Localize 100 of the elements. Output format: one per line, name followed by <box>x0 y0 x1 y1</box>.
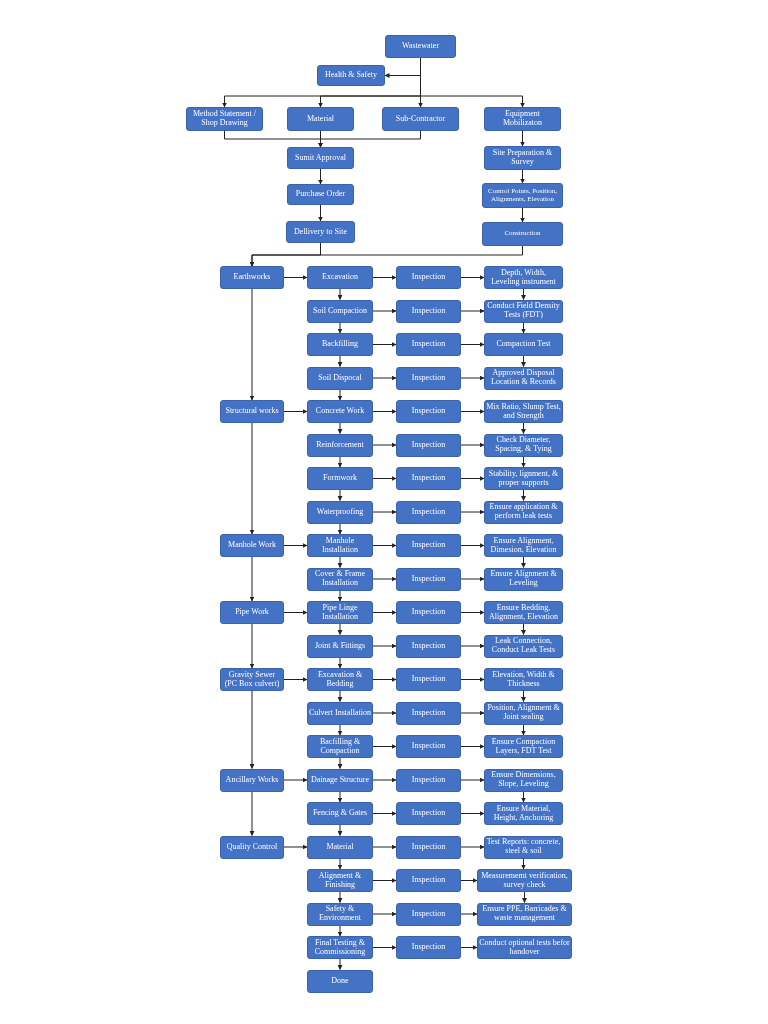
process-box: Waterproofing <box>307 500 373 524</box>
arrow <box>372 677 397 682</box>
arrow <box>372 777 397 783</box>
arrow <box>372 375 397 381</box>
arrow <box>372 409 397 414</box>
process-box: Safety & Environment <box>307 902 373 926</box>
process-box: Inspection <box>396 869 461 892</box>
arrow <box>337 456 343 468</box>
arrow <box>337 791 343 803</box>
process-box: Test Reports: concrete, steel & soil <box>484 835 563 859</box>
process-box: Excavation & Bedding <box>307 668 373 691</box>
arrow <box>372 945 397 950</box>
arrow <box>372 442 397 448</box>
process-box: Measurememt verification, survey check <box>477 869 572 892</box>
process-box: Inspection <box>396 936 461 959</box>
process-box: Bacfilling & Compaction <box>307 735 373 758</box>
arrow <box>521 322 526 334</box>
process-box: Ensure Alignment, Dimesion, Elevation <box>484 534 563 557</box>
process-box: Check Diameter, Spacing, & Tying <box>484 433 563 457</box>
arrow <box>460 844 485 850</box>
arrow <box>337 724 343 736</box>
process-box: Ancillary Works <box>220 768 284 792</box>
arrow <box>460 878 478 883</box>
arrow <box>521 422 526 434</box>
arrow <box>520 207 525 223</box>
process-box: Manhole Installation <box>307 534 373 557</box>
arrow <box>249 690 255 769</box>
arrow <box>521 690 526 702</box>
arrow <box>337 355 343 367</box>
arrow <box>460 342 485 347</box>
arrow <box>372 844 397 850</box>
process-box: Wastewater <box>385 35 456 58</box>
arrow <box>249 245 523 267</box>
arrow <box>249 556 255 602</box>
process-box: Soil Compaction <box>307 299 373 323</box>
process-box: Conduct optional tests befor handover <box>477 936 572 959</box>
process-box: Site Preparation & Survey <box>484 146 561 170</box>
process-box: Compaction Test <box>484 333 563 356</box>
arrow <box>372 509 397 515</box>
process-box: Ensure application & perform leak tests <box>484 500 563 524</box>
arrow <box>337 657 343 669</box>
process-box: Pipe Linge Installation <box>307 601 373 624</box>
arrow <box>460 744 485 749</box>
arrow <box>372 308 397 314</box>
arrow <box>460 476 485 481</box>
process-box: Inspection <box>396 366 461 390</box>
process-box: Sub-Contractor <box>382 107 459 131</box>
process-box: Ensure PPE, Barricades & waste management <box>477 902 572 926</box>
arrow <box>337 523 343 535</box>
process-box: Inspection <box>396 634 461 658</box>
arrow <box>521 623 526 635</box>
arrow <box>460 643 485 649</box>
process-box: Inspection <box>396 902 461 926</box>
arrow <box>249 791 255 836</box>
arrow <box>520 169 525 184</box>
process-box: Pipe Work <box>220 601 284 624</box>
process-box: Inspection <box>396 735 461 758</box>
arrow <box>460 375 485 381</box>
arrow <box>460 610 485 615</box>
process-box: Inspection <box>396 768 461 792</box>
arrow <box>318 204 323 222</box>
arrow <box>521 456 526 468</box>
process-box: Dainage Structure <box>307 768 373 792</box>
process-box: Mix Ratio, Slump Test, and Strength <box>484 400 563 423</box>
arrow <box>460 677 485 682</box>
process-box: Elevation, Width & Thickness <box>484 668 563 691</box>
process-box: Inspection <box>396 467 461 490</box>
process-box: Final Testing & Commissioning <box>307 936 373 959</box>
arrow <box>283 844 308 850</box>
arrow <box>460 543 485 548</box>
process-box: Manhole Work <box>220 534 284 557</box>
arrow <box>283 543 308 548</box>
arrow <box>318 130 421 148</box>
process-box: Ensure Dimensions, Slope, Leveling <box>484 768 563 792</box>
arrow <box>337 858 343 870</box>
arrow <box>372 610 397 615</box>
arrow <box>372 744 397 749</box>
arrow <box>283 677 308 682</box>
process-box: Gravity Sewer (PC Box culvert) <box>220 668 284 691</box>
process-box: Earthworks <box>220 266 284 289</box>
process-box: Soil Dispocal <box>307 366 373 390</box>
arrow <box>460 409 485 414</box>
arrow <box>372 710 397 716</box>
process-box: Quality Control <box>220 835 284 859</box>
arrow <box>460 945 478 950</box>
arrow <box>460 275 485 280</box>
arrow <box>521 288 526 300</box>
process-box: Stability, lignment, & proper supports <box>484 467 563 490</box>
arrow <box>249 288 255 401</box>
arrow <box>337 489 343 501</box>
process-box: Inspection <box>396 567 461 591</box>
process-box: Ensure Compaction Layers, FDT Test <box>484 735 563 758</box>
process-box: Fencing & Gates <box>307 802 373 825</box>
arrow <box>337 690 343 702</box>
arrow <box>520 130 525 147</box>
process-box: Inspection <box>396 534 461 557</box>
arrow <box>337 958 343 970</box>
process-box: Method Statement / Shop Drawing <box>186 107 263 131</box>
process-box: Ensure Bedding, Alignment, Elevation <box>484 601 563 624</box>
arrow <box>337 891 343 903</box>
